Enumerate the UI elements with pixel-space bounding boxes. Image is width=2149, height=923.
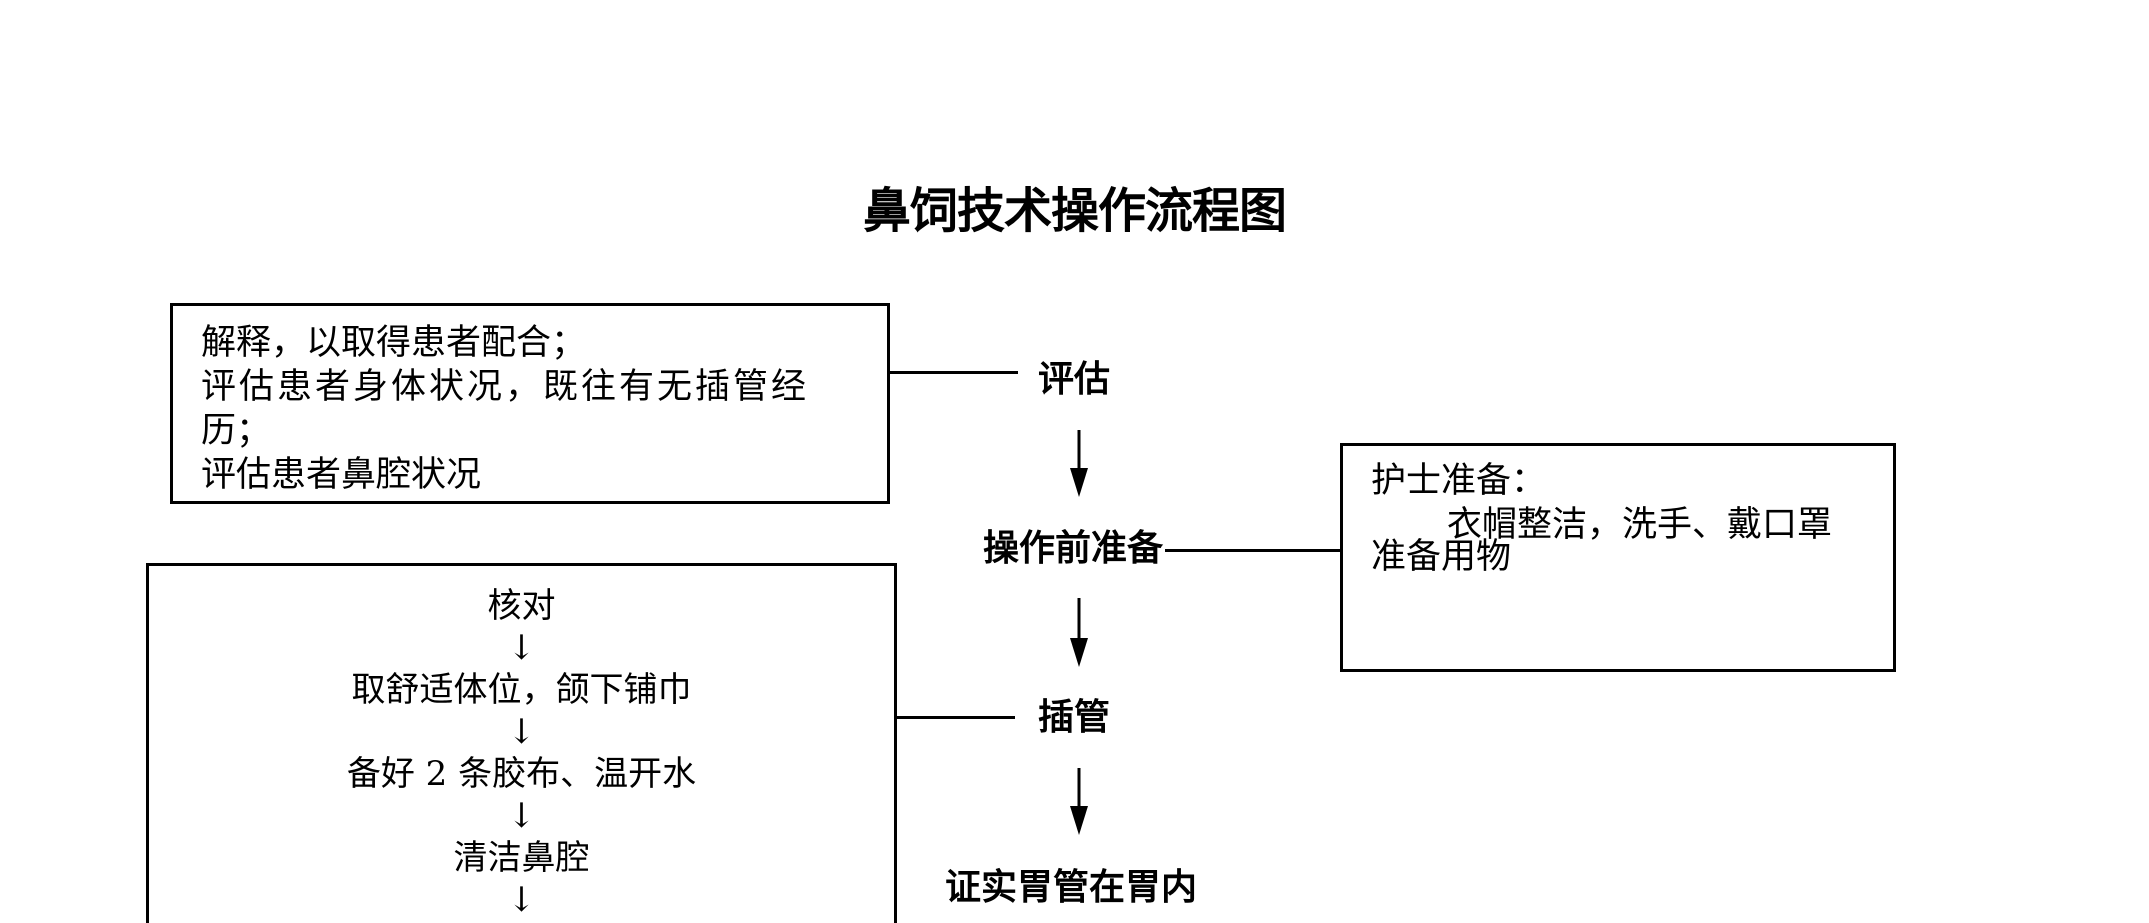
- flow-arrow-3: [1070, 768, 1088, 835]
- assess-line-4: 评估患者鼻腔状况: [201, 455, 482, 495]
- step-position: 取舒适体位，颌下铺巾: [351, 670, 692, 710]
- node-insert: 插管: [1038, 697, 1111, 738]
- flow-arrow-2: [1070, 598, 1088, 667]
- assess-line-3: 历；: [201, 411, 272, 451]
- connector-prep: [1165, 549, 1340, 552]
- step-clean-nose: 清洁鼻腔: [453, 838, 590, 878]
- step-arrow-icon: ↓: [507, 796, 536, 836]
- flow-arrows: [1070, 430, 1088, 835]
- assess-detail-box: 解释，以取得患者配合； 评估患者身体状况，既往有无插管经 历； 评估患者鼻腔状况: [170, 303, 890, 504]
- step-arrow-icon: ↓: [507, 628, 536, 668]
- step-supplies: 备好 2 条胶布、温开水: [346, 754, 697, 794]
- connector-insert: [897, 716, 1015, 719]
- assess-line-2: 评估患者身体状况，既往有无插管经: [201, 367, 810, 407]
- step-arrow-icon: ↓: [507, 712, 536, 752]
- node-assess: 评估: [1038, 359, 1111, 400]
- insert-steps-box: 核对 ↓ 取舒适体位，颌下铺巾 ↓ 备好 2 条胶布、温开水 ↓ 清洁鼻腔 ↓: [146, 563, 897, 923]
- nurse-prep-line-1: 衣帽整洁，洗手、戴口罩: [1447, 505, 1833, 545]
- page-title: 鼻饲技术操作流程图: [862, 183, 1287, 239]
- flow-arrow-1: [1070, 430, 1088, 497]
- node-prep: 操作前准备: [983, 528, 1164, 569]
- step-verify: 核对: [487, 586, 556, 626]
- connector-assess: [890, 371, 1018, 374]
- assess-line-1: 解释，以取得患者配合；: [201, 323, 587, 363]
- nurse-prep-box: 护士准备： 衣帽整洁，洗手、戴口罩 准备用物: [1340, 443, 1896, 672]
- nurse-prep-heading: 护士准备：: [1371, 461, 1547, 501]
- nurse-prep-line-2: 准备用物: [1371, 537, 1512, 577]
